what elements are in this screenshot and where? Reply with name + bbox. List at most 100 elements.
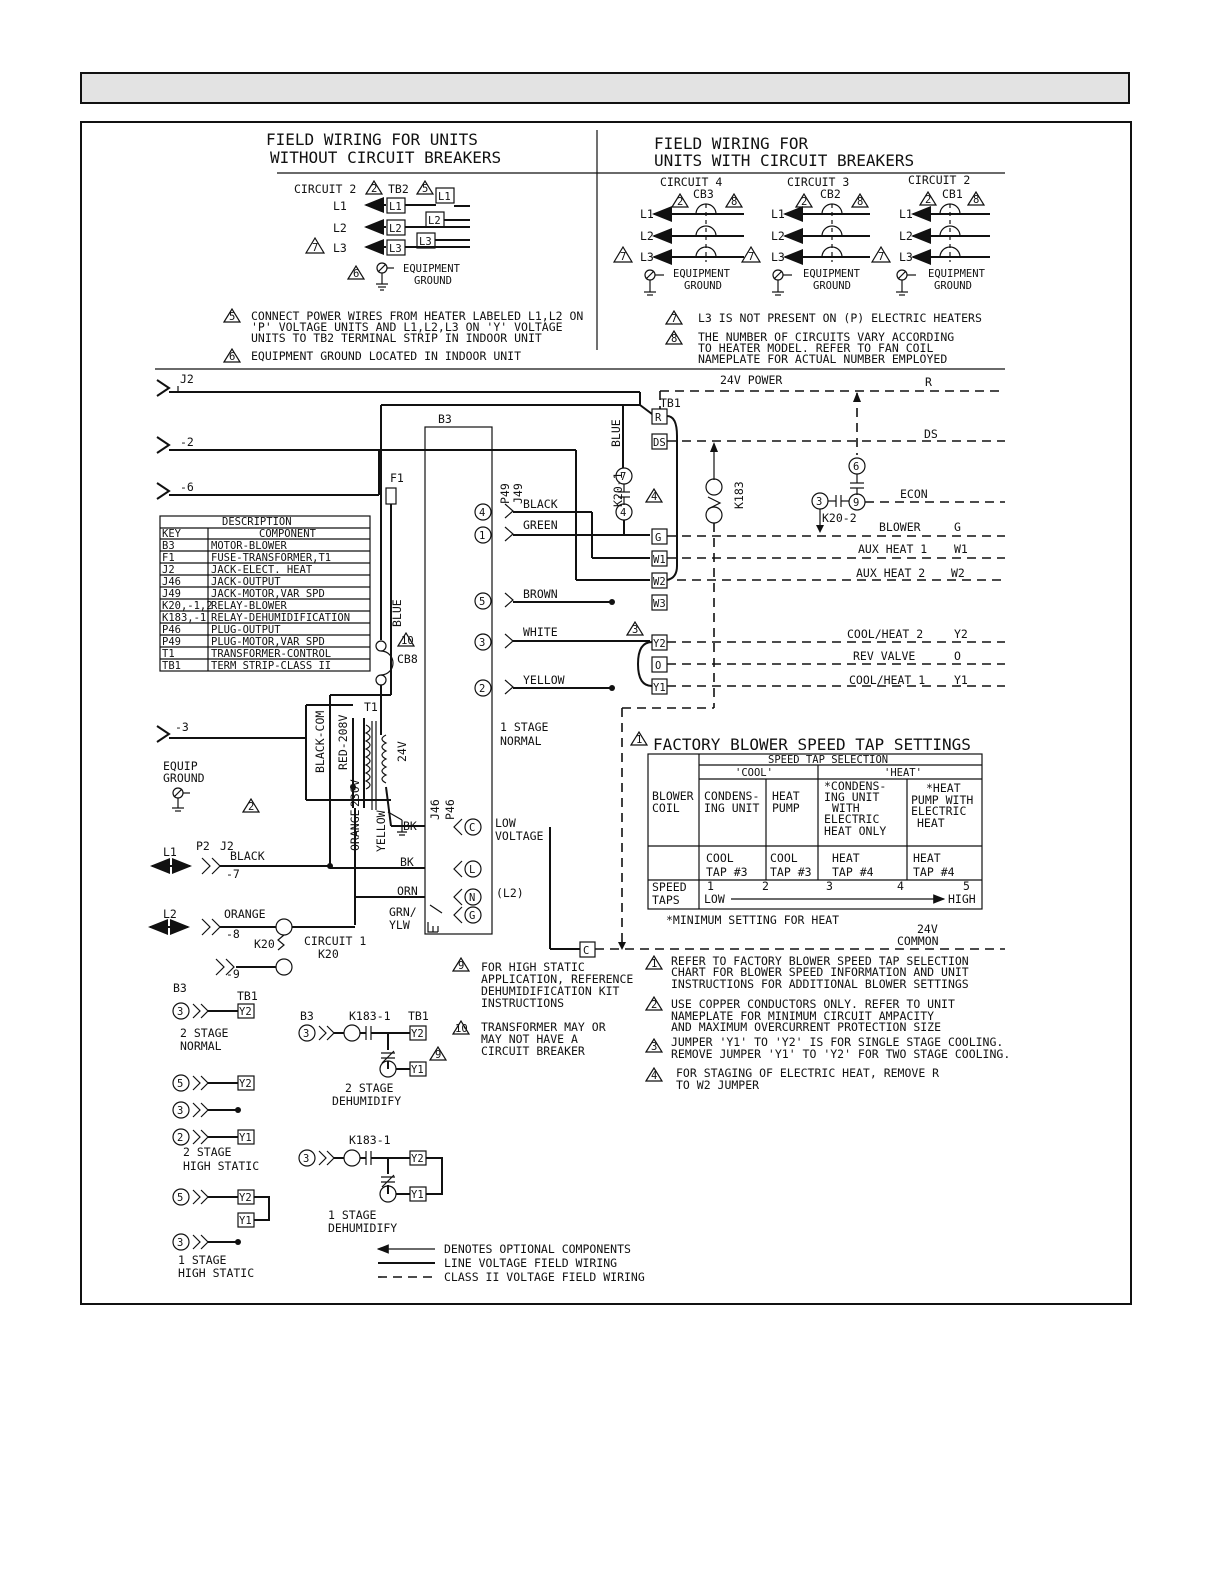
svg-text:ECON: ECON [900, 487, 928, 501]
svg-text:-9: -9 [226, 967, 240, 981]
legend-row-key: TB1 [162, 660, 181, 672]
stage1-normal-label: 1 STAGE [500, 720, 549, 734]
svg-text:NAMEPLATE FOR ACTUAL NUMBER EM: NAMEPLATE FOR ACTUAL NUMBER EMPLOYED [698, 352, 947, 366]
svg-text:HEAT ONLY: HEAT ONLY [824, 824, 886, 838]
svg-text:3: 3 [177, 1105, 183, 1117]
note-5-triangle [415, 179, 435, 195]
low-voltage-label: LOW [495, 816, 516, 830]
svg-text:3: 3 [479, 637, 485, 649]
legend-optional: DENOTES OPTIONAL COMPONENTS [444, 1242, 631, 1256]
svg-text:JUMPER 'Y1' TO 'Y2' IS FOR SIN: JUMPER 'Y1' TO 'Y2' IS FOR SINGLE STAGE … [671, 1035, 1003, 1049]
svg-text:2: 2 [762, 879, 769, 893]
svg-text:7: 7 [620, 471, 626, 483]
svg-text:K183: K183 [732, 481, 746, 509]
svg-text:O: O [954, 649, 961, 663]
svg-text:BLUE: BLUE [609, 419, 623, 447]
tb2-label: TB2 [388, 182, 409, 196]
svg-text:230V: 230V [348, 779, 362, 807]
svg-text:W1: W1 [653, 554, 666, 566]
svg-text:3: 3 [632, 624, 638, 636]
svg-text:YELLOW: YELLOW [374, 810, 388, 852]
k20-contact-top [275, 918, 293, 936]
k20-contact-bottom [275, 958, 293, 976]
svg-text:L1: L1 [640, 207, 654, 221]
svg-text:TAP #3: TAP #3 [770, 865, 812, 879]
note-8-text: THE NUMBER OF CIRCUITS VARY ACCORDING [698, 330, 954, 344]
svg-text:TAPS: TAPS [652, 893, 680, 907]
fuse-f1 [385, 487, 397, 505]
svg-text:L2: L2 [771, 229, 785, 243]
svg-text:Y1: Y1 [239, 1215, 252, 1227]
note-2-triangle [364, 179, 384, 195]
legend-row-key: B3 [162, 540, 175, 552]
svg-text:7: 7 [620, 251, 626, 263]
with-cb-title-2: UNITS WITH CIRCUIT BREAKERS [654, 151, 914, 170]
legend-line-voltage: LINE VOLTAGE FIELD WIRING [444, 1256, 617, 1270]
svg-text:BLACK-COM: BLACK-COM [313, 711, 327, 773]
legend-row-component: RELAY-BLOWER [211, 600, 288, 612]
note-4-marker [644, 487, 664, 503]
svg-text:4: 4 [479, 507, 485, 519]
svg-text:EQUIPMENT: EQUIPMENT [928, 268, 986, 280]
svg-text:COOL/HEAT 2: COOL/HEAT 2 [847, 627, 923, 641]
svg-text:6: 6 [353, 268, 359, 280]
svg-text:SPEED TAP SELECTION: SPEED TAP SELECTION [768, 754, 888, 766]
svg-text:8: 8 [973, 194, 979, 206]
svg-text:BROWN: BROWN [523, 587, 558, 601]
svg-text:O: O [655, 660, 661, 672]
svg-text:Y2: Y2 [239, 1006, 252, 1018]
svg-text:GROUND: GROUND [934, 280, 972, 292]
svg-text:Y1: Y1 [411, 1064, 424, 1076]
svg-text:CIRCUIT 4: CIRCUIT 4 [660, 175, 722, 189]
svg-text:9: 9 [435, 1049, 441, 1061]
svg-text:HEAT: HEAT [772, 789, 800, 803]
svg-text:3: 3 [303, 1028, 309, 1040]
note-2-number: 2 [371, 183, 377, 195]
l1-label: L1 [333, 199, 347, 213]
motor-b3-box [424, 426, 493, 935]
svg-text:5: 5 [177, 1078, 183, 1090]
svg-text:W1: W1 [954, 542, 968, 556]
svg-text:W2: W2 [653, 576, 666, 588]
l2-label: L2 [333, 221, 347, 235]
ground-icon [376, 262, 394, 291]
legend-row-key: T1 [162, 648, 175, 660]
main-schematic: J2 -2 -6 F1 B3 P49 J49 4 BLACK 1 GREEN 5… [148, 372, 1005, 981]
svg-text:DS: DS [653, 437, 666, 449]
svg-text:K20-1: K20-1 [611, 472, 625, 507]
svg-text:TRANSFORMER MAY OR: TRANSFORMER MAY OR [481, 1020, 606, 1034]
svg-text:YLW: YLW [389, 918, 410, 932]
svg-text:Y2: Y2 [411, 1028, 424, 1040]
svg-text:K183-1: K183-1 [349, 1133, 391, 1147]
note-5-number: 5 [422, 183, 428, 195]
note-7-marker [664, 309, 684, 325]
svg-text:1: 1 [479, 530, 485, 542]
svg-text:1: 1 [707, 879, 714, 893]
svg-text:2: 2 [801, 196, 807, 208]
svg-text:ORANGE: ORANGE [224, 907, 266, 921]
equip-ground-label: EQUIP [163, 759, 198, 773]
svg-text:MAY NOT HAVE A: MAY NOT HAVE A [481, 1032, 578, 1046]
legend-title: DESCRIPTION [222, 516, 292, 528]
note-6-text: EQUIPMENT GROUND LOCATED IN INDOOR UNIT [251, 349, 521, 363]
svg-text:3: 3 [651, 1041, 657, 1053]
tb1-terminals: R DS G W1 W2 W3 Y2 O Y1 [651, 408, 668, 695]
note-8-marker [664, 329, 684, 345]
legend-row-component: JACK-ELECT. HEAT [211, 564, 313, 576]
svg-text:COOL: COOL [706, 851, 734, 865]
svg-text:G: G [954, 520, 961, 534]
motor-lead-1: 1 GREEN [474, 518, 650, 544]
svg-text:L1: L1 [899, 207, 913, 221]
svg-text:CIRCUIT 2: CIRCUIT 2 [908, 173, 970, 187]
svg-text:BLACK: BLACK [523, 497, 558, 511]
blower-speed-table: 1 FACTORY BLOWER SPEED TAP SETTINGS SPEE… [629, 730, 983, 927]
svg-text:*CONDENS-: *CONDENS- [824, 779, 886, 793]
motor-lead-4: 4 BLACK [474, 497, 592, 521]
stage1-high-static-label: 1 STAGE [178, 1253, 227, 1267]
svg-text:REFER TO FACTORY BLOWER SPEED: REFER TO FACTORY BLOWER SPEED TAP SELECT… [671, 954, 969, 968]
svg-text:J2: J2 [220, 839, 234, 853]
svg-text:2: 2 [925, 194, 931, 206]
svg-text:2: 2 [479, 683, 485, 695]
